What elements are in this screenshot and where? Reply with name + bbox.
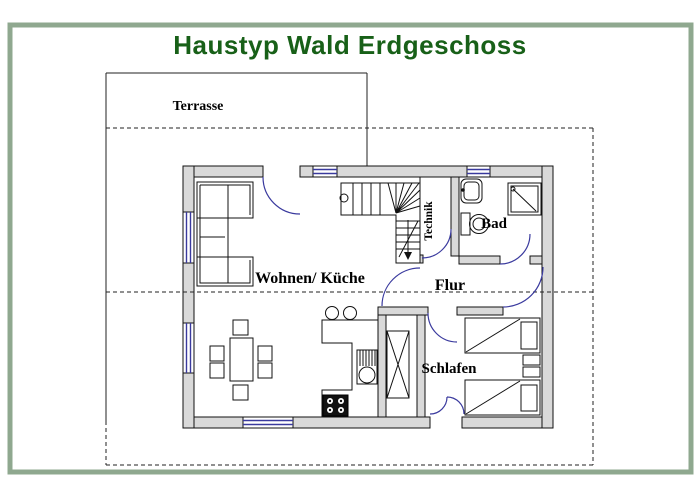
room-label-bad: Bad	[481, 216, 508, 232]
door-arcs	[262, 176, 544, 415]
bath-sink	[460, 178, 483, 204]
technik-door-arc	[421, 228, 452, 259]
bed-1	[464, 317, 541, 354]
bed-2	[464, 379, 541, 416]
shower	[507, 182, 542, 216]
french-door-left-arc	[429, 396, 448, 415]
kitchen-counter	[321, 306, 410, 418]
stove	[322, 394, 349, 417]
bathroom-fixtures	[460, 178, 542, 236]
room-label-flur: Flur	[435, 277, 465, 294]
dashed-outline-lines	[105, 127, 594, 466]
kitchen-sink-basin	[325, 306, 339, 320]
room-label-schlafen: Schlafen	[421, 361, 477, 377]
window-left-upper	[182, 211, 195, 264]
window-bottom-dining	[242, 416, 294, 429]
nightstand	[522, 366, 541, 378]
bedroom-door-arc	[427, 312, 458, 343]
bath-door-arc	[499, 233, 531, 265]
toilet	[460, 212, 489, 236]
stair-down-arrow	[404, 252, 412, 260]
room-label-technik: Technik	[423, 201, 435, 241]
nightstand	[522, 354, 541, 366]
washing-machine	[356, 349, 378, 385]
window-top-stair	[312, 165, 338, 178]
window-top-bath	[466, 165, 491, 178]
room-label-wohnen-kueche: Wohnen/ Küche	[255, 270, 365, 287]
sofa	[196, 181, 254, 287]
room-labels: Terrasse Wohnen/ Küche Flur Bad Technik …	[173, 99, 508, 377]
french-door-right-arc	[446, 396, 465, 415]
terrace-door-arc	[262, 176, 301, 215]
page-frame-border	[7, 22, 694, 475]
windows	[182, 165, 491, 429]
room-label-terrasse: Terrasse	[173, 99, 224, 114]
bedroom-beds	[464, 317, 541, 416]
exterior-walls	[182, 165, 554, 429]
staircase	[339, 182, 421, 264]
kitchen-sink-basin	[343, 306, 357, 320]
terrace-outline	[105, 72, 368, 421]
window-left-lower	[182, 322, 195, 374]
hall-bedroom-door-arc	[502, 266, 544, 308]
page-title: Haustyp Wald Erdgeschoss	[173, 30, 526, 60]
living-hall-door-arc	[381, 267, 421, 307]
dining-table-set	[209, 319, 273, 401]
installation-shaft	[386, 330, 410, 399]
